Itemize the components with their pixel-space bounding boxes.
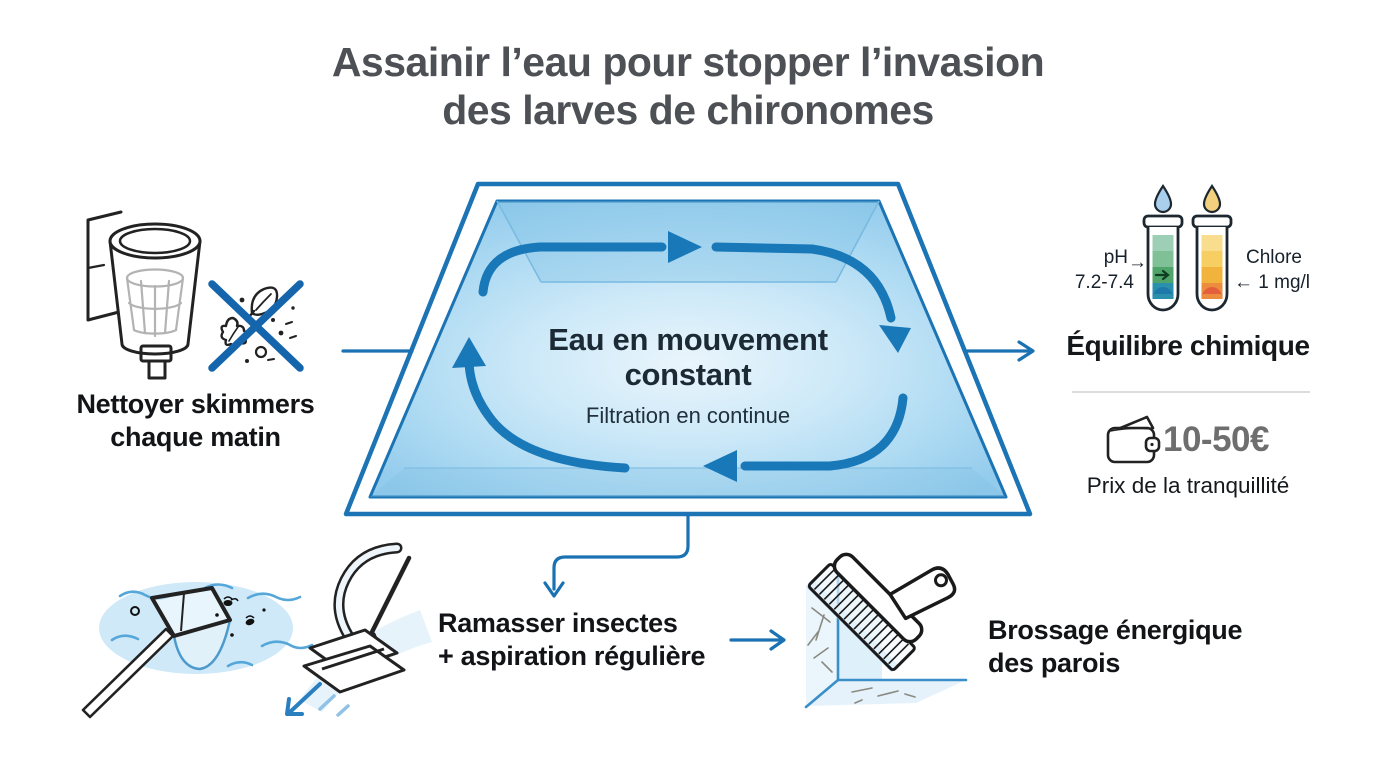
collect-label-line1: Ramasser insectes xyxy=(438,608,678,638)
connector-pool-to-collect xyxy=(552,514,690,591)
section-divider xyxy=(1072,391,1310,393)
skimmer-label-line1: Nettoyer skimmers xyxy=(76,389,315,419)
cross-icon xyxy=(208,280,304,372)
vacuum-motion-arrow-icon xyxy=(285,682,350,717)
price-amount: 10-50€ xyxy=(1163,420,1269,459)
water-drop-icon xyxy=(1153,184,1173,214)
wallet-icon xyxy=(1106,415,1161,464)
brushing-label-line1: Brossage énergique xyxy=(988,615,1243,645)
debris-marks-icon xyxy=(807,607,916,704)
floating-insects-icon xyxy=(130,596,266,637)
brushing-label-line2: des parois xyxy=(988,647,1121,678)
chlorine-label: Chlore xyxy=(1246,247,1302,268)
chemistry-heading: Équilibre chimique xyxy=(1066,330,1310,361)
wall-brushing-icon xyxy=(804,552,968,709)
skimmer-basket-icon xyxy=(86,210,202,380)
skimmer-label-line2: chaque matin xyxy=(110,421,281,452)
connector-lines xyxy=(341,340,1035,651)
water-circulation-arrows xyxy=(452,231,911,482)
page-title-line1: Assainir l’eau pour stopper l’invasion xyxy=(331,39,1045,85)
net-skimming-icon xyxy=(81,582,314,719)
price-caption: Prix de la tranquillité xyxy=(1086,473,1290,498)
no-debris-icon xyxy=(208,280,304,372)
mid-arrowhead-icon xyxy=(769,629,786,651)
page-title-line2: des larves de chironomes xyxy=(442,87,934,133)
chlorine-value-row: ← 1 mg/l xyxy=(1234,272,1310,294)
hand-brush-icon xyxy=(806,552,957,673)
chlorine-drop-icon xyxy=(1202,184,1222,214)
right-arrowhead-icon xyxy=(1017,340,1035,362)
ph-label: pH xyxy=(1103,247,1128,268)
brushing-label: Brossage énergique des parois xyxy=(988,614,1242,680)
chlorine-arrow-icon: ← xyxy=(1234,272,1253,293)
down-arrowhead-icon xyxy=(543,581,565,598)
ph-range: 7.2-7.4 xyxy=(1074,272,1134,293)
chlorine-test-tube-icon xyxy=(1191,184,1233,312)
collect-label: Ramasser insectes + aspiration régulière xyxy=(438,607,706,673)
pool-subheading: Filtration en continue xyxy=(585,403,791,429)
pool-label: Eau en mouvement constant Filtration en … xyxy=(478,322,898,429)
pool-heading-line1: Eau en mouvement xyxy=(548,322,828,357)
pool-heading-line2: constant xyxy=(624,356,752,392)
pool-vacuum-icon xyxy=(285,542,432,717)
ph-test-tube-icon xyxy=(1142,184,1184,312)
chlorine-value: 1 mg/l xyxy=(1258,272,1311,293)
ph-arrow-icon: → xyxy=(1128,252,1147,273)
skimmer-label: Nettoyer skimmers chaque matin xyxy=(48,388,343,454)
ph-target-arrow-icon xyxy=(1154,269,1170,281)
collect-label-line2: + aspiration régulière xyxy=(438,640,706,671)
